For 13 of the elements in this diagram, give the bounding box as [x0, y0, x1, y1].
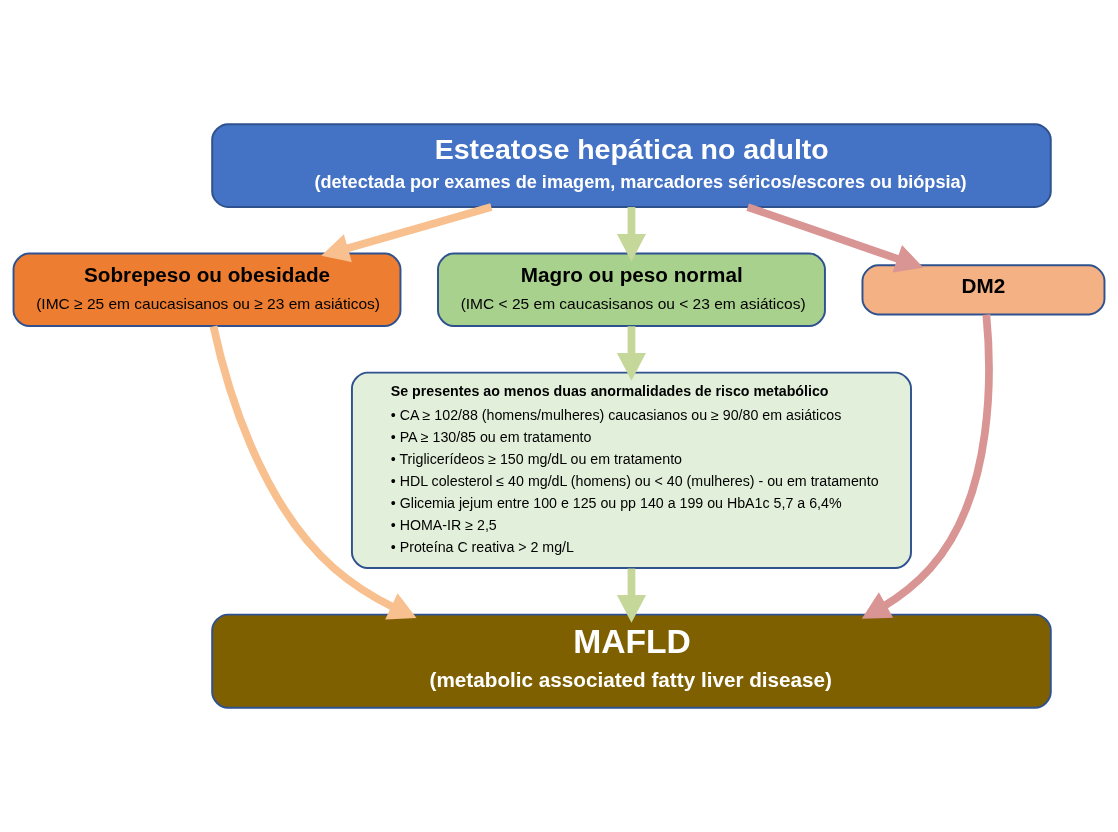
node-box: Sobrepeso ou obesidade (IMC ≥ 25 em caucasisanos ou ≥ 23 em asiáticos) [12, 252, 402, 328]
arrow [746, 203, 924, 273]
arrow [616, 568, 647, 623]
arrow [616, 326, 647, 381]
node-box: Esteatose hepática no adulto (detectada por exames de imagem, marcadores séricos/escores ou biópsia) [211, 123, 1052, 208]
arrow [209, 325, 417, 620]
arrow [861, 314, 993, 619]
arrow [321, 203, 493, 263]
arrow [616, 207, 647, 262]
node-box: DM2 [861, 264, 1106, 316]
node-box: Se presentes ao menos duas anormalidades de risco metabólico • CA ≥ 102/88 (homens/mulheres) caucasianos ou ≥ 90/80 em asiáticos • PA ≥ 130/85 ou em tratamento • Triglicerídeos ≥ 150 mg/dL ou em tratamento • HDL colesterol ≤ 40 mg/dL (homens) ou < 40 (mulheres) - ou em tratamento • Glicemia jejum entre 100 e 125 ou pp 140 a 199 ou HbA1c 5,7 a 6,4% • HOMA-IR ≥ 2,5 • Proteína C reativa > 2 mg/L [350, 371, 912, 570]
node-box: Magro ou peso normal (IMC < 25 em caucasisanos ou < 23 em asiáticos) [437, 252, 826, 328]
node-box: MAFLD (metabolic associated fatty liver disease) [211, 613, 1052, 709]
